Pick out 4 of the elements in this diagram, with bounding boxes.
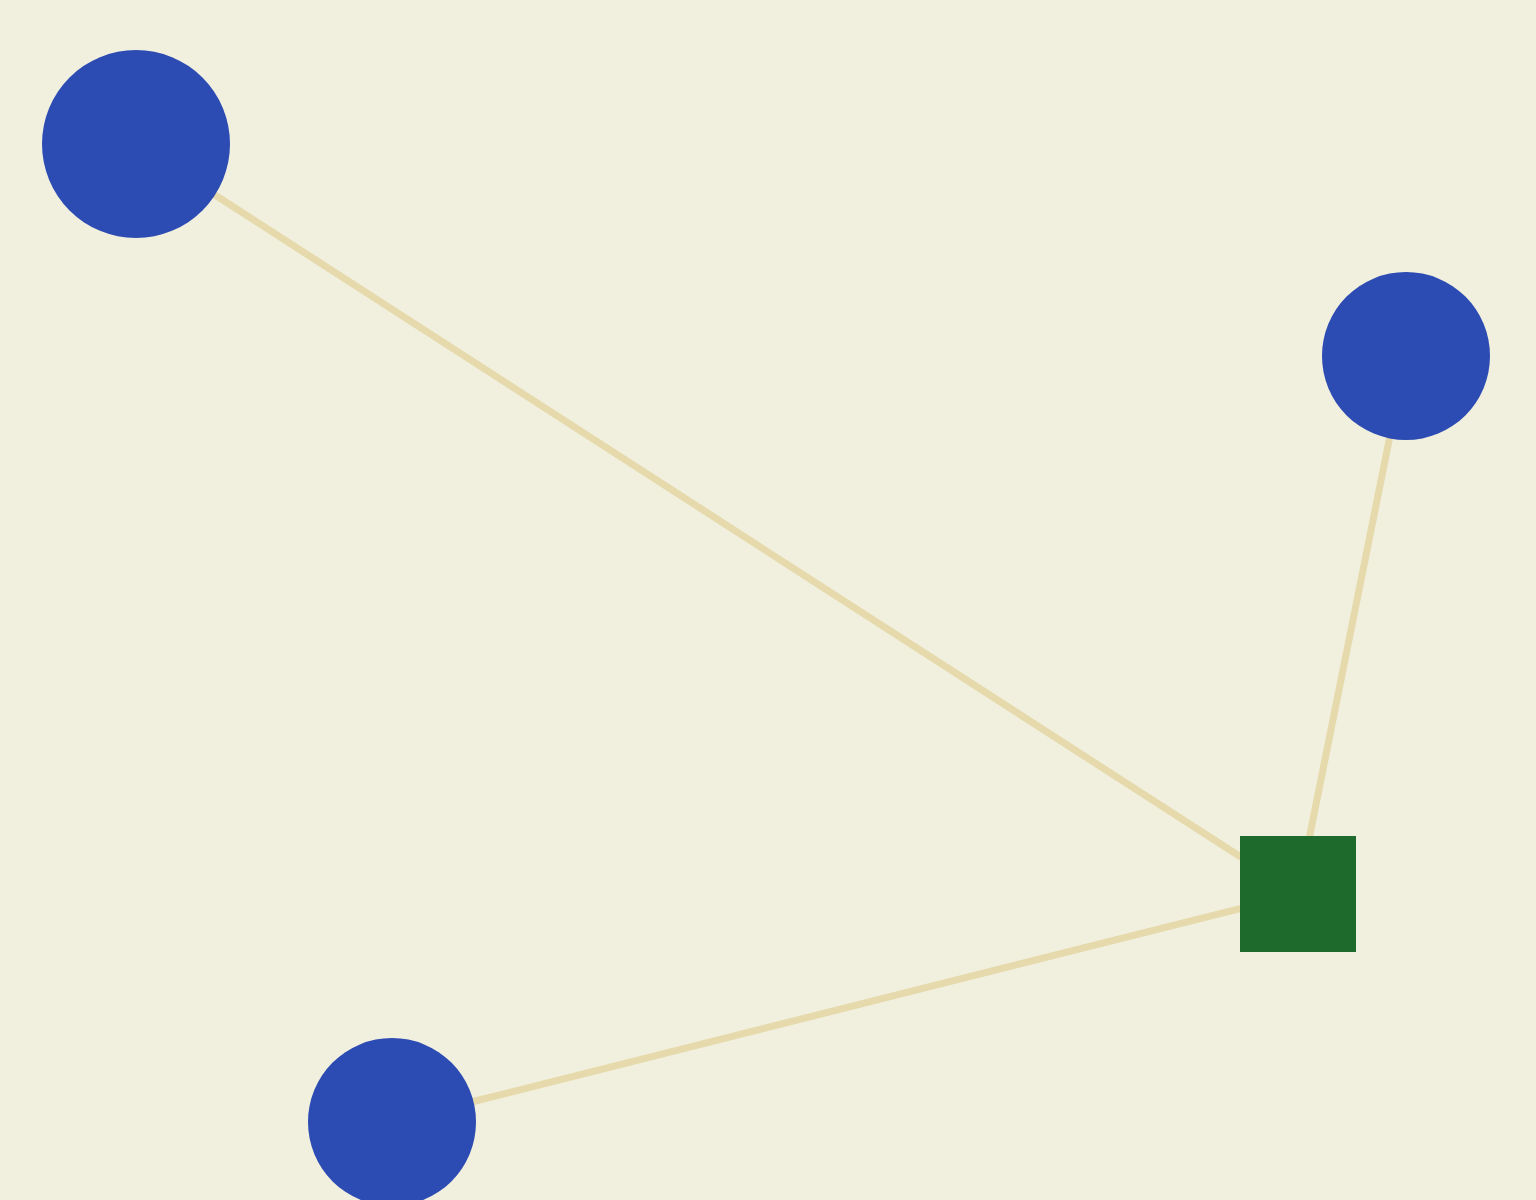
string-line xyxy=(211,191,1244,861)
string-line xyxy=(1306,434,1393,840)
paper-square xyxy=(1240,836,1356,952)
string-line xyxy=(469,905,1244,1105)
